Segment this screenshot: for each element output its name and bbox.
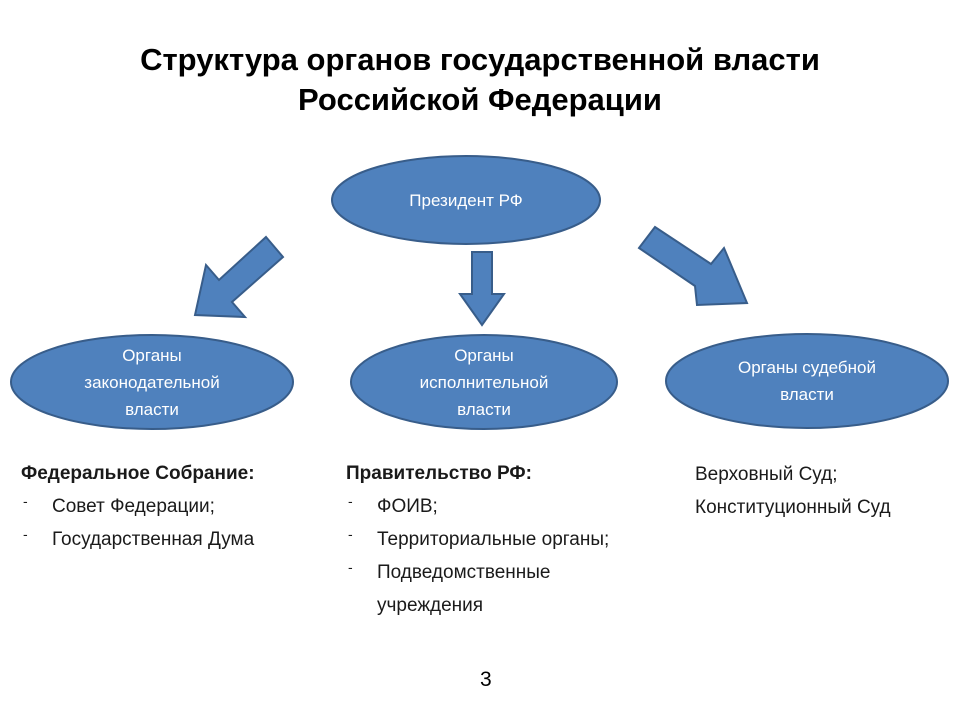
dash-bullet: - [23,493,28,509]
list-item: -Государственная Дума [21,523,321,556]
president-ellipse [331,155,601,245]
arrow-to-legislative [193,235,285,319]
list-item: -Территориальные органы; [346,523,686,556]
executive-label: Органы исполнительной власти [419,345,549,419]
judicial-label: Органы судебной власти [738,358,876,404]
executive-details: Правительство РФ: -ФОИВ; -Территориальны… [346,457,686,622]
arrow-to-executive [458,251,506,327]
executive-ellipse [350,334,618,430]
list-item: -ФОИВ; [346,490,686,523]
legislative-ellipse [10,334,294,430]
judicial-ellipse [665,333,949,429]
legislative-head: Федеральное Собрание: [21,463,255,484]
dash-bullet: - [23,526,28,542]
title-line-2: Российской Федерации [298,82,662,117]
page-title: Структура органов государственной власти… [0,40,960,120]
arrow-to-judicial [637,225,749,307]
judicial-line-1: Верховный Суд; [695,464,838,485]
judicial-details: Верховный Суд; Конституционный Суд [695,458,955,524]
dash-bullet: - [348,526,353,542]
legislative-list: -Совет Федерации; -Государственная Дума [21,490,321,556]
president-label: Президент РФ [409,190,523,210]
page-number: 3 [480,668,492,691]
executive-list: -ФОИВ; -Территориальные органы; -Подведо… [346,490,686,622]
dash-bullet: - [348,493,353,509]
judicial-line-2: Конституционный Суд [695,497,891,518]
title-line-1: Структура органов государственной власти [140,42,820,77]
list-item: -Совет Федерации; [21,490,321,523]
dash-bullet: - [348,559,353,575]
executive-head: Правительство РФ: [346,463,532,484]
legislative-details: Федеральное Собрание: -Совет Федерации; … [21,457,321,556]
legislative-label: Органы законодательной власти [84,345,220,419]
